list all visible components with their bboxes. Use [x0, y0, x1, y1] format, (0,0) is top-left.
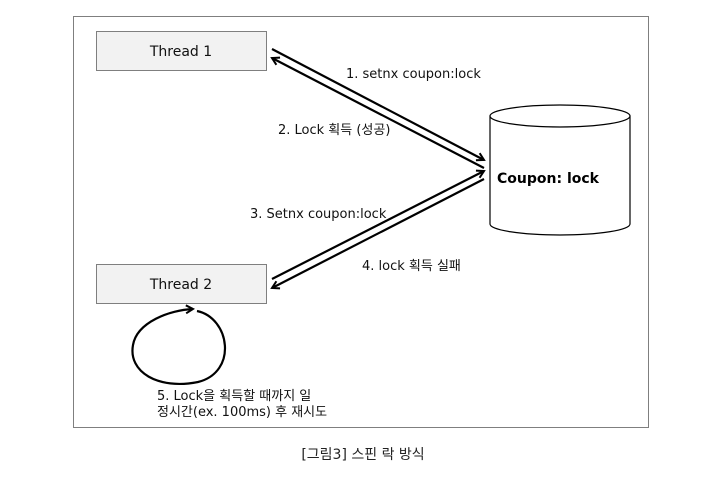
figure-frame	[73, 16, 649, 428]
step-5-label-line-2: 정시간(ex. 100ms) 후 재시도	[157, 405, 327, 420]
arrow-step-2	[272, 58, 485, 169]
thread-2-box	[96, 264, 267, 304]
retry-loop-arrow	[131, 309, 226, 385]
arrow-step-4	[272, 178, 485, 288]
coupon-lock-database: Coupon: lock	[489, 104, 631, 236]
thread-1-label: Thread 1	[149, 44, 212, 60]
database-label: Coupon: lock	[497, 171, 600, 187]
database-top	[489, 104, 631, 128]
step-5-label-line-1: 5. Lock을 획득할 때까지 일	[157, 389, 311, 404]
step-3-label: 3. Setnx coupon:lock	[250, 207, 387, 222]
step-4-label: 4. lock 획득 실패	[362, 259, 461, 274]
arrow-step-1	[271, 48, 484, 160]
thread-1-box	[96, 31, 267, 71]
thread-2-label: Thread 2	[149, 277, 212, 293]
arrow-step-3	[271, 171, 484, 280]
step-1-label: 1. setnx coupon:lock	[346, 67, 481, 82]
step-2-label: 2. Lock 획득 (성공)	[278, 123, 390, 138]
figure-caption: [그림3] 스핀 락 방식	[301, 447, 425, 463]
database-body	[489, 116, 631, 236]
